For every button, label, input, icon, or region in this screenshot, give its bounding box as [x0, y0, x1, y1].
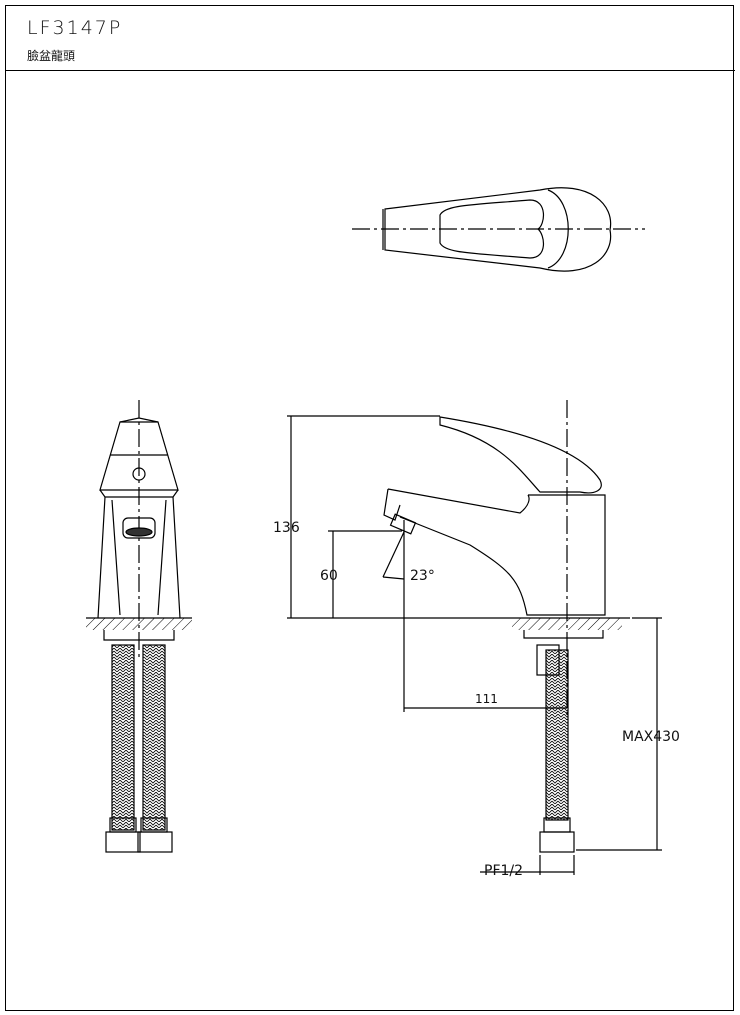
header-divider: [5, 70, 735, 71]
dim-height: 136: [273, 520, 300, 536]
dim-reach: 111: [475, 692, 498, 706]
drawing-frame: [5, 5, 734, 1011]
product-name: 臉盆龍頭: [27, 49, 76, 63]
dim-hose-length: MAX430: [622, 729, 680, 745]
dim-spout-height: 60: [320, 568, 338, 584]
top-view: [352, 187, 645, 272]
dim-angle: 23°: [410, 568, 435, 584]
front-view: [86, 400, 192, 853]
dim-thread: PF1/2: [484, 863, 523, 879]
side-view: [287, 400, 662, 875]
model-number: LF3147P: [27, 17, 123, 39]
